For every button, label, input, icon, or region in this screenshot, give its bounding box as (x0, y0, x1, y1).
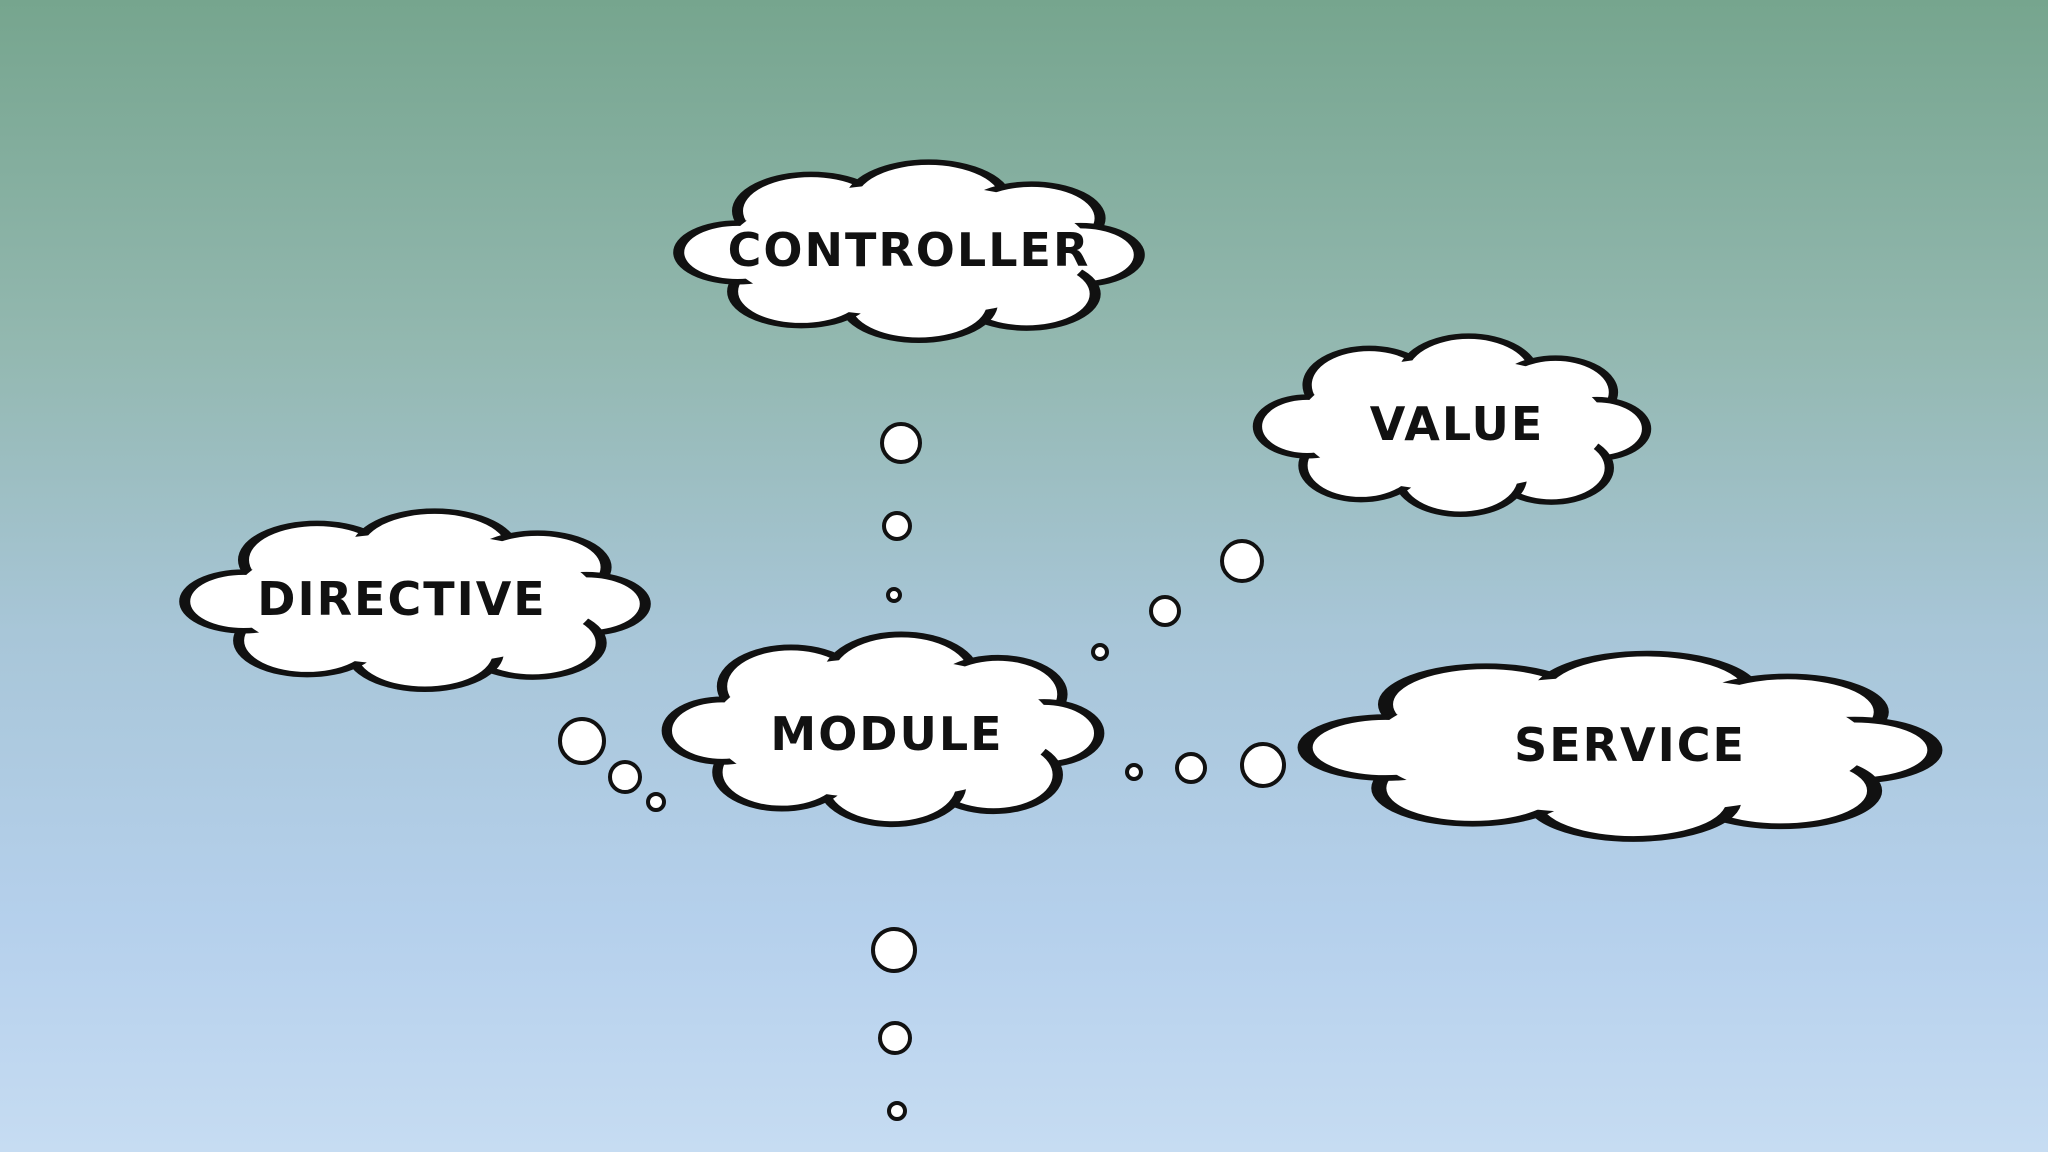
cloud-label-value: VALUE (1370, 397, 1545, 451)
bubble-large (871, 927, 917, 973)
connector-module-directive (558, 717, 666, 812)
bubble-medium (1175, 752, 1207, 784)
bubble-small (1091, 643, 1109, 661)
bubble-small (646, 792, 666, 812)
bubble-medium (1149, 595, 1181, 627)
bubble-small (1125, 763, 1143, 781)
connector-module-below (871, 927, 917, 1121)
connector-module-controller (880, 422, 922, 603)
cloud-label-module: MODULE (770, 707, 1003, 761)
bubble-medium (608, 760, 642, 794)
connector-module-service (1125, 742, 1286, 788)
cloud-shape (673, 159, 1145, 344)
cloud-shape (1297, 650, 1943, 842)
bubble-large (558, 717, 606, 765)
bubble-small (886, 587, 902, 603)
cloud-directive: DIRECTIVE (179, 508, 651, 693)
cloud-value: VALUE (1252, 333, 1652, 518)
cloud-service: SERVICE (1297, 650, 1943, 842)
bubble-large (1240, 742, 1286, 788)
bubble-large (1220, 539, 1264, 583)
bubble-large (880, 422, 922, 464)
cloud-shape (661, 631, 1105, 828)
cloud-label-directive: DIRECTIVE (257, 572, 546, 626)
cloud-module: MODULE (661, 631, 1105, 828)
connector-module-value (1091, 539, 1264, 661)
cloud-shape (1252, 333, 1652, 518)
cloud-label-controller: CONTROLLER (728, 223, 1091, 277)
bubble-medium (878, 1021, 912, 1055)
bubble-medium (882, 511, 912, 541)
cloud-label-service: SERVICE (1514, 718, 1746, 772)
bubble-small (887, 1101, 907, 1121)
cloud-shape (179, 508, 651, 693)
cloud-controller: CONTROLLER (673, 159, 1145, 344)
